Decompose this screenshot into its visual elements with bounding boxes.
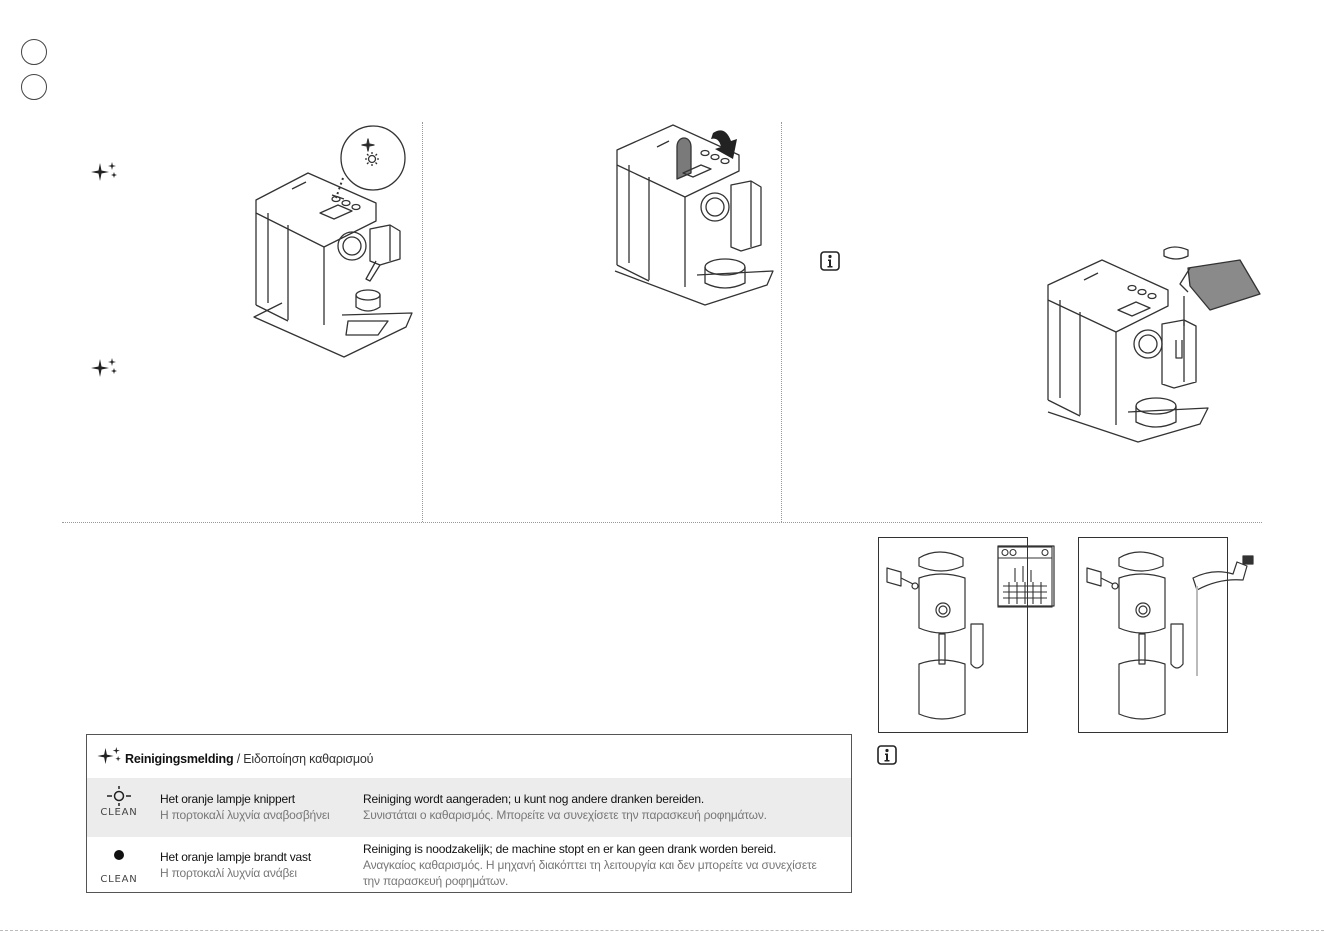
language-circle-icon xyxy=(21,74,47,100)
info-icon xyxy=(820,251,840,271)
description-el: Συνιστάται ο καθαρισμός. Μπορείτε να συν… xyxy=(363,808,767,822)
section-divider xyxy=(62,522,1262,523)
clean-label: CLEAN xyxy=(100,874,138,885)
coffee-machine-illustration xyxy=(253,125,413,358)
sparkle-icon xyxy=(97,747,121,765)
column-divider xyxy=(422,122,423,522)
state-text-el: Η πορτοκαλί λυχνία ανάβει xyxy=(160,866,297,880)
coffee-machine-lever-illustration xyxy=(614,124,774,306)
language-circle-icon xyxy=(21,39,47,65)
steady-light-icon xyxy=(114,850,124,860)
table-title: Reinigingsmelding / Ειδοποίηση καθαρισμο… xyxy=(125,752,374,766)
cleaning-alert-table: Reinigingsmelding / Ειδοποίηση καθαρισμο… xyxy=(86,734,852,893)
state-text-el: Η πορτοκαλί λυχνία αναβοσβήνει xyxy=(160,808,330,822)
column-divider xyxy=(781,122,782,522)
clean-label: CLEAN xyxy=(100,807,138,818)
table-header: Reinigingsmelding / Ειδοποίηση καθαρισμο… xyxy=(87,735,851,778)
blinking-light-icon xyxy=(107,786,131,806)
description-nl: Reiniging wordt aangeraden; u kunt nog a… xyxy=(363,792,704,806)
sparkle-icon xyxy=(91,358,117,377)
indicator-cell: CLEAN xyxy=(97,847,141,885)
sparkle-icon xyxy=(91,162,117,181)
description-nl: Reiniging is noodzakelijk; de machine st… xyxy=(363,842,777,856)
table-row: CLEAN Het oranje lampje brandt vast Η πο… xyxy=(87,837,851,892)
info-icon xyxy=(877,745,897,765)
dishwasher-cleaning-illustration xyxy=(878,537,1055,733)
table-row: CLEAN Het oranje lampje knippert Η πορτο… xyxy=(87,778,851,837)
indicator-cell: CLEAN xyxy=(97,785,141,818)
state-text-nl: Het oranje lampje knippert xyxy=(160,792,295,806)
milk-pouring-illustration xyxy=(1047,246,1261,443)
state-text-nl: Het oranje lampje brandt vast xyxy=(160,850,311,864)
description-el: Αναγκαίος καθαρισμός. Η μηχανή διακόπτει… xyxy=(363,858,817,888)
tap-rinse-illustration xyxy=(1078,537,1254,733)
page-bottom-rule xyxy=(0,930,1324,931)
